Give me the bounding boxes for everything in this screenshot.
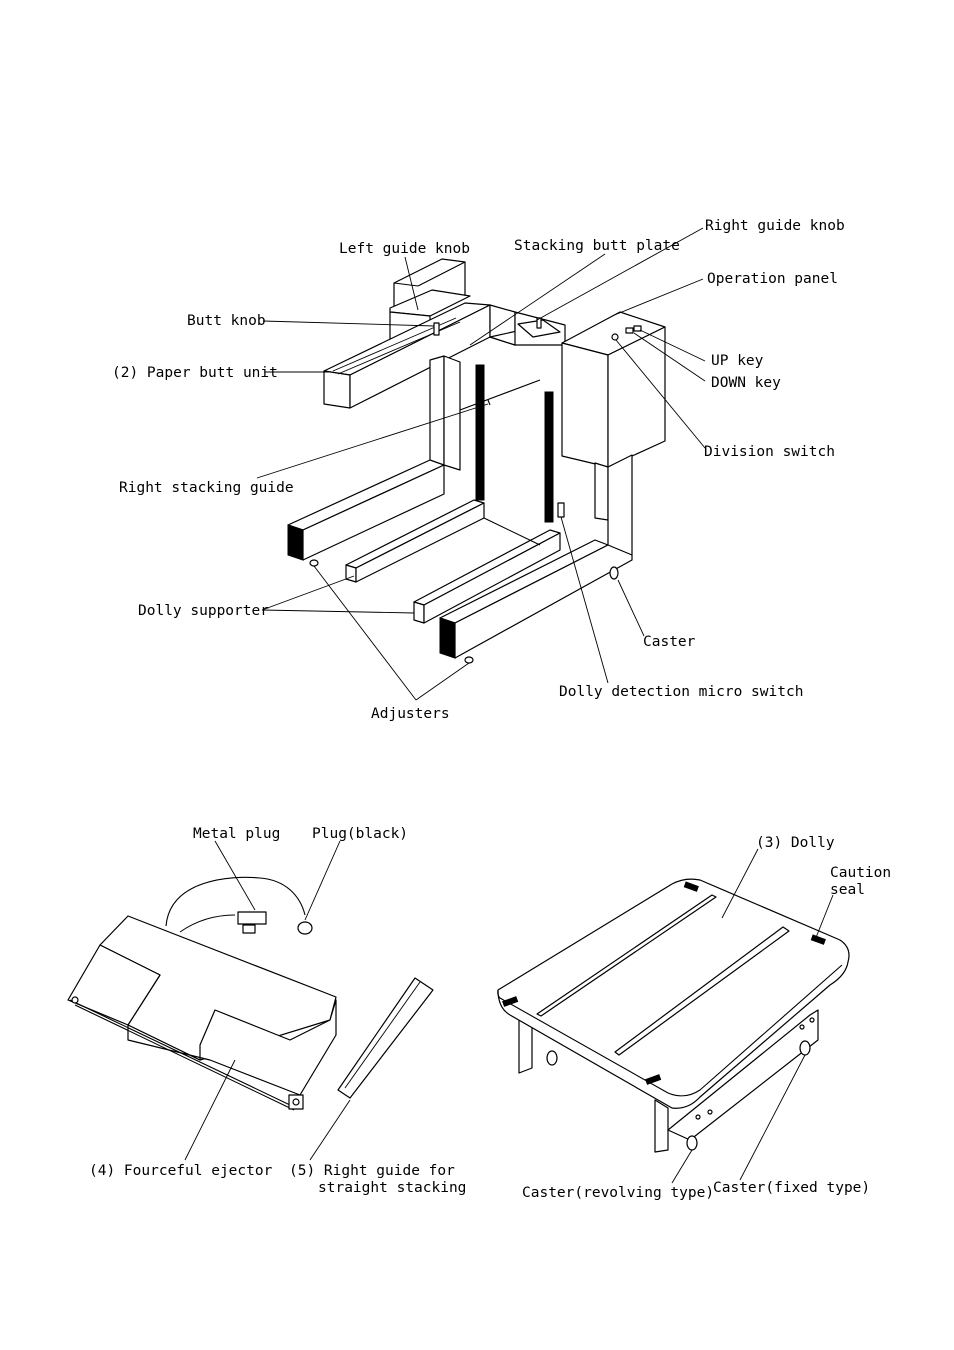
dolly-top-plate — [497, 878, 850, 1109]
label-dolly-detection-micro-switch: Dolly detection micro switch — [559, 684, 803, 700]
label-stacking-butt-plate: Stacking butt plate — [514, 238, 680, 254]
dolly-slot-right — [614, 926, 790, 1056]
label-fourceful-ejector: (4) Fourceful ejector — [89, 1163, 273, 1179]
left-stacking-guide — [475, 364, 485, 501]
label-adjusters: Adjusters — [371, 706, 450, 722]
caster-revolving — [686, 1135, 698, 1151]
label-metal-plug: Metal plug — [193, 826, 280, 842]
label-plug-black: Plug(black) — [312, 826, 408, 842]
label-caster: Caster — [643, 634, 696, 650]
right-guide-straight-stacking — [337, 977, 434, 1099]
dolly-side-bracket — [667, 1009, 819, 1141]
division-switch — [611, 333, 619, 341]
left-guide-block — [389, 289, 471, 317]
right-stacking-guide — [544, 391, 554, 523]
ejector-figure: Metal plug Plug(black) (4) Fourceful eje… — [67, 826, 466, 1196]
black-plug — [297, 921, 313, 935]
label-right-guide-knob: Right guide knob — [705, 218, 845, 234]
ejector-cable — [165, 876, 306, 927]
dolly-figure: (3) Dolly Caution seal Caster(revolving … — [497, 835, 891, 1201]
label-dolly-supporter: Dolly supporter — [138, 603, 269, 619]
left-frame-column — [429, 355, 445, 471]
down-key — [633, 325, 642, 332]
label-right-guide-line1: (5) Right guide for — [289, 1163, 455, 1179]
label-paper-butt-unit: (2) Paper butt unit — [112, 365, 278, 381]
label-dolly: (3) Dolly — [756, 835, 835, 851]
metal-plug — [237, 911, 267, 925]
caution-seal — [683, 881, 699, 892]
label-division-switch: Division switch — [704, 444, 835, 460]
label-down-key: DOWN key — [711, 375, 781, 391]
label-caution-seal-line1: Caution — [830, 865, 891, 881]
label-caution-seal-line2: seal — [830, 882, 865, 898]
label-caster-fixed: Caster(fixed type) — [713, 1180, 870, 1196]
dolly-detection-micro-switch — [557, 502, 565, 518]
label-butt-knob: Butt knob — [187, 313, 266, 329]
caster-wheel — [609, 566, 619, 580]
stacker-figure: Left guide knob Stacking butt plate Righ… — [112, 218, 845, 722]
label-up-key: UP key — [711, 353, 764, 369]
adjuster-right — [464, 656, 474, 664]
up-key — [625, 327, 634, 334]
butt-knob — [433, 322, 440, 336]
dolly-slot-left — [536, 894, 717, 1017]
label-right-stacking-guide: Right stacking guide — [119, 480, 294, 496]
label-caster-revolving: Caster(revolving type) — [522, 1185, 714, 1201]
adjuster-left — [309, 559, 319, 567]
caster-fixed — [799, 1040, 811, 1056]
dolly-front-leg — [654, 1099, 669, 1153]
label-right-guide-line2: straight stacking — [318, 1180, 466, 1196]
label-left-guide-knob: Left guide knob — [339, 241, 470, 257]
label-operation-panel: Operation panel — [707, 271, 838, 287]
